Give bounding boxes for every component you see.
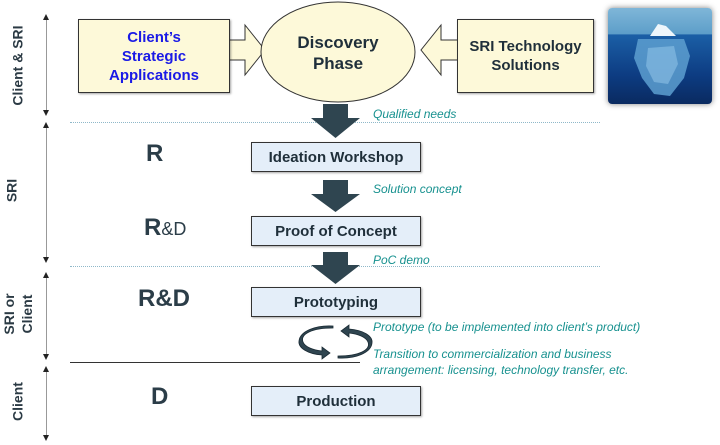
step-label: Proof of Concept [275,222,397,240]
step-label: Ideation Workshop [268,148,404,166]
sri-technology-solutions-label: SRI Technology Solutions [469,38,582,74]
stage-bold: D [151,383,169,410]
step-label: Prototyping [293,293,379,311]
note-transition-line1: Transition to commercialization and busi… [373,347,612,361]
stage-r-and-d-small: R&D [144,214,186,242]
sri-technology-solutions-box: SRI Technology Solutions [457,19,594,93]
note-qualified-needs: Qualified needs [373,107,457,121]
step-label: Production [296,392,376,410]
divider-solid [70,362,360,363]
prototyping-box: Prototyping [251,287,421,317]
stage-rest: &D [161,219,187,239]
range-line-sri [46,125,47,260]
discovery-ellipse [260,1,416,103]
top-arrows [227,1,459,103]
arrow-up-icon [43,14,49,20]
discovery-phase-label: Discovery Phase [270,32,406,74]
stage-bold: R&D [138,285,190,312]
iceberg-image [608,8,712,104]
cycle-arrows-icon [298,324,373,360]
note-solution-concept: Solution concept [373,182,462,196]
left-pointing-arrow-icon [420,23,459,77]
production-box: Production [251,386,421,416]
stage-d: D [151,383,168,411]
range-line-client-sri [46,16,47,112]
stage-r: R [146,140,163,168]
arrow-down-icon [43,257,49,263]
stage-bold: R [144,214,162,241]
right-pointing-arrow-icon [227,23,266,77]
client-strategic-applications-label: Client’s Strategic Applications [108,28,199,84]
range-line-sri-or-client [46,274,47,354]
proof-of-concept-box: Proof of Concept [251,216,421,246]
note-poc-demo: PoC demo [373,253,430,267]
ideation-workshop-box: Ideation Workshop [251,142,421,172]
discovery-phase-text: Discovery Phase [297,33,379,73]
arrow-up-icon [43,122,49,128]
arrow-up-icon [43,272,49,278]
arrow-down-icon [43,435,49,441]
down-arrow-icon [311,104,360,138]
range-line-client [46,369,47,437]
arrow-down-icon [43,354,49,360]
stage-bold: R [146,140,164,167]
stage-r-and-d: R&D [138,285,190,313]
arrow-up-icon [43,366,49,372]
down-arrow-icon [311,180,360,212]
note-prototype: Prototype (to be implemented into client… [373,320,641,334]
iceberg-icon [634,24,690,96]
note-transition-line2: arrangement: licensing, technology trans… [373,363,629,377]
arrow-down-icon [43,110,49,116]
client-strategic-applications-box: Client’s Strategic Applications [78,19,230,93]
down-arrow-icon [311,252,360,284]
